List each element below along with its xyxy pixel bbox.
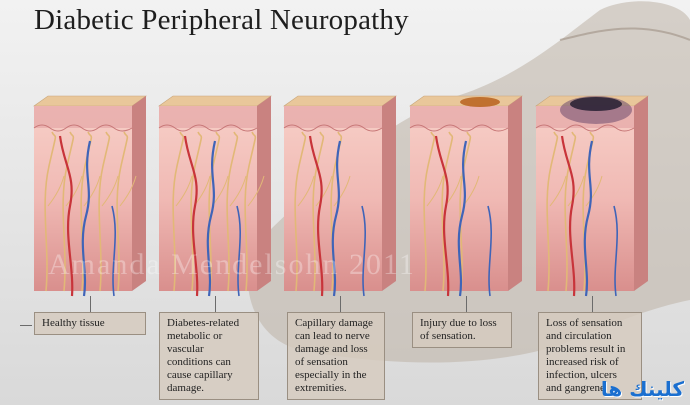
artery	[183, 135, 199, 297]
nerve-fiber	[564, 131, 577, 292]
nerve-fiber	[62, 131, 75, 292]
epidermis-layer	[34, 106, 132, 128]
nerve-fiber	[172, 131, 185, 292]
vein	[206, 140, 217, 297]
caption-tick-5	[592, 296, 593, 312]
skin-block-4	[409, 95, 523, 297]
ulcer-lesion	[570, 97, 622, 111]
block-side	[382, 96, 396, 291]
skin-block-5	[535, 95, 649, 297]
caption-capillary-damage-cause: Diabetes-related metabolic or vascular c…	[159, 312, 259, 400]
artist-watermark: Amanda Mendelsohn 2011	[48, 248, 416, 281]
skin-block-3	[283, 95, 397, 297]
skin-block-2	[158, 95, 272, 297]
artery	[434, 135, 450, 297]
nerve-fiber	[116, 131, 129, 292]
nerve-fiber	[546, 131, 559, 292]
caption-tick-3	[340, 296, 341, 312]
caption-connector	[20, 325, 32, 326]
caption-healthy-tissue: Healthy tissue	[34, 312, 146, 335]
epidermis-surface	[33, 95, 147, 107]
artery	[58, 135, 74, 297]
caption-ulcer-gangrene: Loss of sensation and circulation proble…	[538, 312, 642, 400]
diagram-title: Diabetic Peripheral Neuropathy	[34, 4, 409, 36]
caption-tick-1	[90, 296, 91, 312]
epidermis-surface	[158, 95, 272, 107]
vein	[457, 140, 468, 297]
epidermis-layer	[159, 106, 257, 128]
vein	[583, 140, 594, 297]
skin-block-1	[33, 95, 147, 297]
epidermis-layer	[284, 106, 382, 128]
artery	[560, 135, 576, 297]
block-side	[508, 96, 522, 291]
caption-nerve-damage: Capillary damage can lead to nerve damag…	[287, 312, 385, 400]
caption-tick-4	[466, 296, 467, 312]
artery	[308, 135, 324, 297]
nerve-fiber	[423, 131, 436, 292]
injury-lesion	[460, 97, 500, 107]
nerve-fiber	[98, 131, 111, 292]
caption-tick-2	[215, 296, 216, 312]
epidermis-surface	[283, 95, 397, 107]
nerve-fiber	[244, 131, 257, 292]
vein	[331, 140, 342, 297]
epidermis-layer	[410, 106, 508, 128]
nerve-fiber	[226, 131, 239, 292]
vein	[81, 140, 92, 297]
block-side	[634, 96, 648, 291]
site-logo: كلينك ها	[600, 377, 684, 401]
nerve-fiber	[44, 131, 57, 292]
nerve-fiber	[312, 131, 325, 292]
block-side	[257, 96, 271, 291]
nerve-fiber	[294, 131, 307, 292]
caption-injury: Injury due to loss of sensation.	[412, 312, 512, 348]
block-side	[132, 96, 146, 291]
